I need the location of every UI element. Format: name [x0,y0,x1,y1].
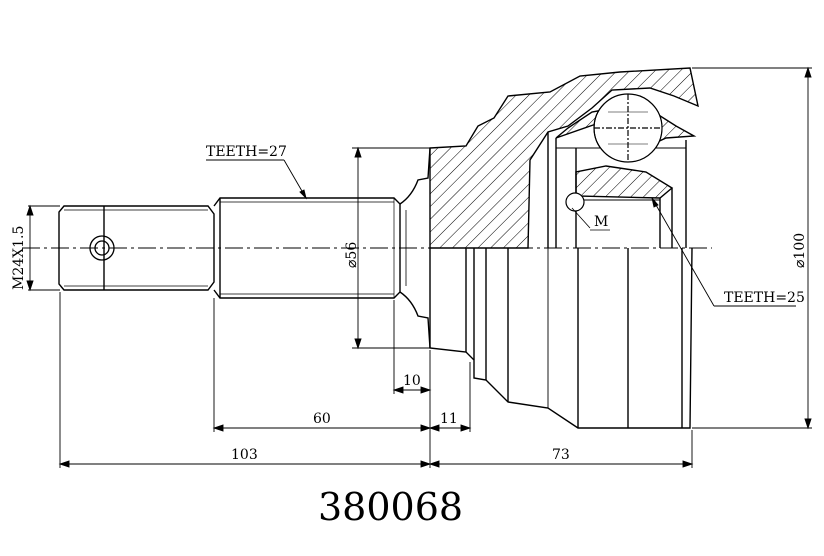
bell-housing-section [429,67,699,249]
teeth-inner-leader [651,197,796,307]
bell-diameter-label: ⌀100 [792,233,808,268]
flange-offset-label: 11 [440,411,458,427]
teeth-outer-label: TEETH=27 [206,144,287,160]
ball-icon [593,93,663,163]
shoulder-length-dimension [392,386,432,394]
flange-offset-dimension [428,424,472,432]
bell-length-label: 73 [552,447,570,463]
teeth-inner-label: TEETH=25 [724,290,805,306]
extension-lines [59,292,693,468]
shoulder-length-label: 10 [403,373,421,389]
sensor-hole-icon [565,192,591,229]
cross-hole-icon [89,235,115,261]
thread-dimension [26,204,60,292]
shaft-diameter-label: ⌀56 [344,242,360,268]
teeth-outer-leader [206,159,307,200]
bell-length-dimension [428,460,694,468]
sensor-mark-label: M [594,214,608,230]
bell-housing-lower [429,247,693,429]
spline-length-label: 60 [313,411,331,427]
stub-length-dimension [58,460,432,468]
bell-diameter-dimension [692,66,812,430]
spline-shaft [213,197,401,299]
thread-label: M24X1.5 [11,226,27,290]
shaft-diameter-dimension [352,146,430,350]
stub-length-label: 103 [231,447,258,463]
part-number: 380068 [318,485,463,529]
threaded-stub [58,205,215,291]
neck [399,147,431,349]
spline-length-dimension [212,424,432,432]
